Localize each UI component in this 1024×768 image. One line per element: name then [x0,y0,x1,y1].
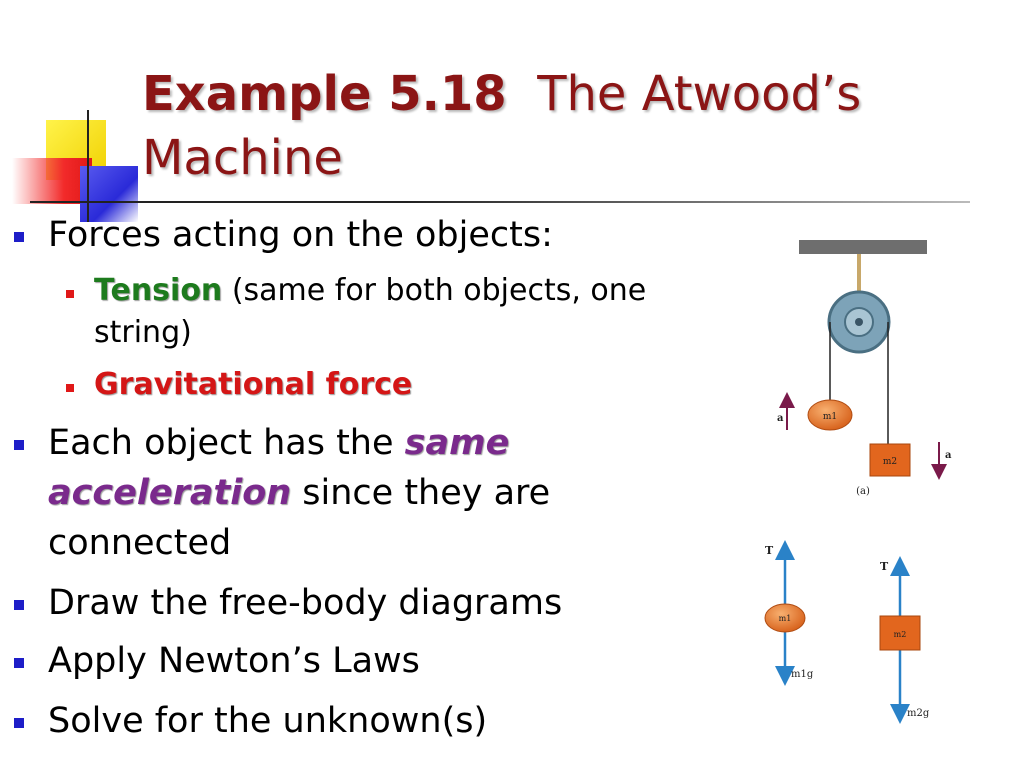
bullet-marker [14,718,24,728]
atwood-machine-figure: m1 a m2 a (a) T m1 m1g T m2 m2g [755,232,955,732]
acceleration-post: since they are connected [48,473,551,563]
bullet-marker [14,600,24,610]
mass-2-label: m2 [883,457,897,467]
weight-label-2: m2g [907,708,930,719]
sub-bullet-tension: Tension (same for both objects, one stri… [66,270,694,354]
tension-label-2: T [880,560,889,573]
bullet-forces: Forces acting on the objects: [14,210,553,260]
gravity-term: Gravitational force [94,367,413,402]
sub-bullet-gravity: Gravitational force [66,364,413,406]
fbd-mass-1 [764,603,806,633]
decor-red-square [12,158,92,204]
acceleration-term: same acceleration [48,423,510,513]
mass-2 [869,443,911,477]
title-underline [30,201,970,203]
acceleration-pre: Each object has the [48,423,405,463]
decor-blue-square [80,166,138,222]
accel-label-up: a [777,413,784,424]
pulley-axle [855,318,863,326]
bullet-text: Draw the free-body diagrams [48,583,563,623]
atwood-diagram: m1 a m2 a (a) T m1 m1g T m2 m2g [764,240,952,724]
mass-1 [807,399,853,431]
bullet-acceleration: Each object has the same acceleration si… [14,418,648,568]
bullet-solve: Solve for the unknown(s) [14,696,488,746]
bullet-marker [14,658,24,668]
bullet-text: Apply Newton’s Laws [48,641,420,681]
bullet-free-body: Draw the free-body diagrams [14,578,563,628]
bullet-text: Forces acting on the objects: [48,215,553,255]
example-number: Example 5.18 [142,66,507,122]
example-name: The Atwood’s Machine [142,66,862,186]
mass-1-label: m1 [823,412,837,422]
tension-term: Tension [94,273,223,308]
sub-bullet-marker [66,290,74,298]
bullet-marker [14,232,24,242]
bullet-text: Solve for the unknown(s) [48,701,488,741]
sub-bullet-marker [66,384,74,392]
bullet-newton: Apply Newton’s Laws [14,636,420,686]
fbd-mass-2-label: m2 [894,630,907,639]
decor-vertical-line [87,110,89,222]
bullet-marker [14,440,24,450]
tension-label-1: T [765,544,774,557]
weight-label-1: m1g [791,669,814,680]
fbd-mass-1-label: m1 [779,614,792,623]
ceiling [799,240,927,254]
fbd-mass-2 [879,615,921,651]
accel-label-down: a [945,450,952,461]
figure-caption: (a) [856,486,870,497]
slide-title: Example 5.18 The Atwood’s Machine [142,62,1002,190]
tension-description: (same for both objects, one string) [94,273,647,350]
